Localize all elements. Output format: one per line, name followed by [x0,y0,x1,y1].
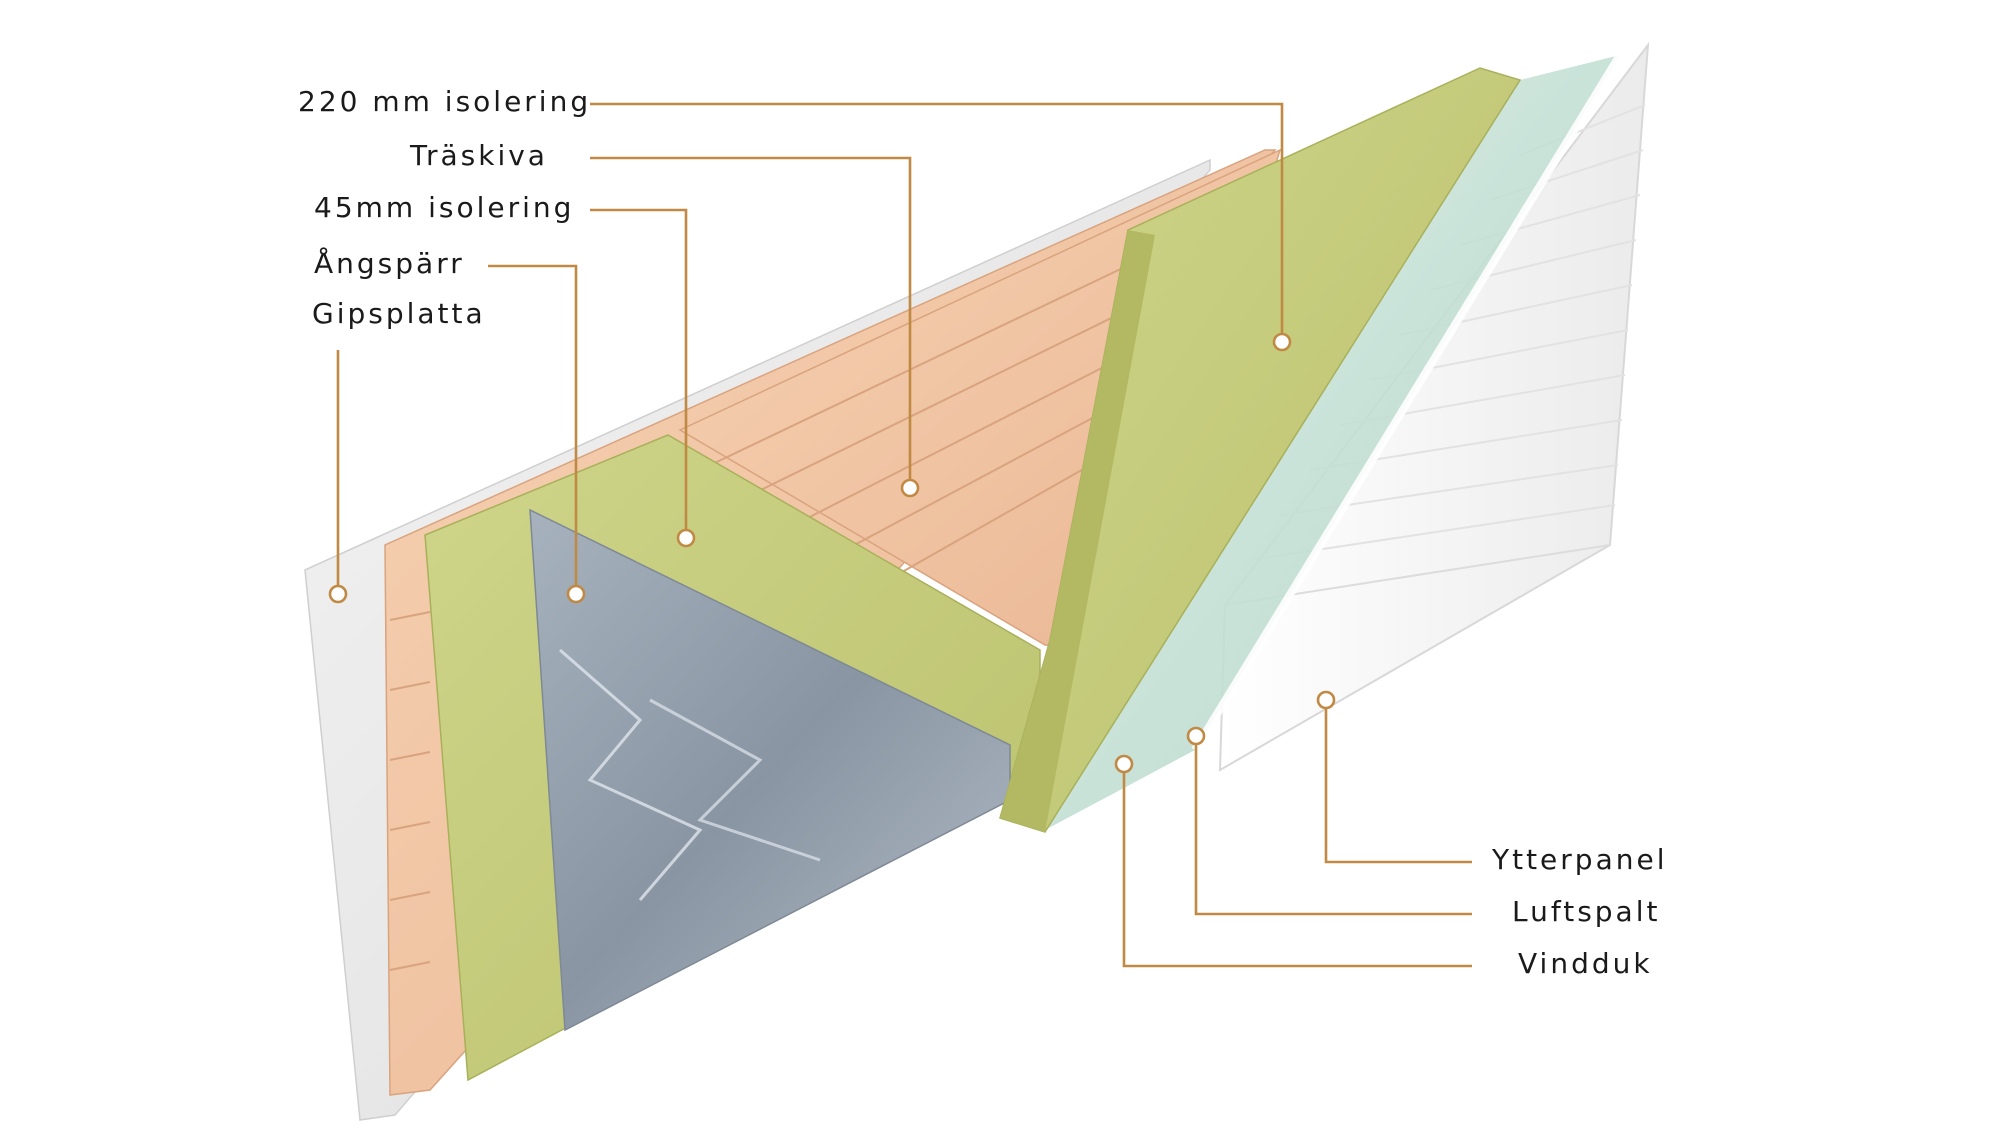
leader-ytterpanel [1324,700,1472,864]
label-luftspalt: Luftspalt [1512,895,1661,928]
marker-ytterpanel [1316,690,1336,710]
leader-traskiva [590,156,912,488]
leader-angsparr [488,264,578,594]
leader-lines [336,102,1472,968]
leader-isolering-45 [590,208,688,538]
leader-isolering-220 [590,102,1284,342]
angsparr-layer [529,508,1011,1032]
label-angsparr: Ångspärr [314,247,465,280]
marker-isolering-45 [676,528,696,548]
leader-vindduk [1122,764,1472,968]
marker-gipsplatta [328,584,348,604]
label-traskiva: Träskiva [410,139,548,172]
label-isolering-220: 220 mm isolering [298,85,592,118]
label-vindduk: Vindduk [1518,947,1653,980]
marker-isolering-220 [1272,332,1292,352]
label-isolering-45: 45mm isolering [314,191,575,224]
vindduk-layer [1045,52,1624,830]
label-gipsplatta: Gipsplatta [312,297,486,330]
marker-angsparr [566,584,586,604]
marker-vindduk [1114,754,1134,774]
callout-markers [328,332,1336,774]
label-ytterpanel: Ytterpanel [1492,843,1668,876]
marker-traskiva [900,478,920,498]
leader-luftspalt [1194,736,1472,916]
isolering-220-layer [999,67,1522,833]
marker-luftspalt [1186,726,1206,746]
